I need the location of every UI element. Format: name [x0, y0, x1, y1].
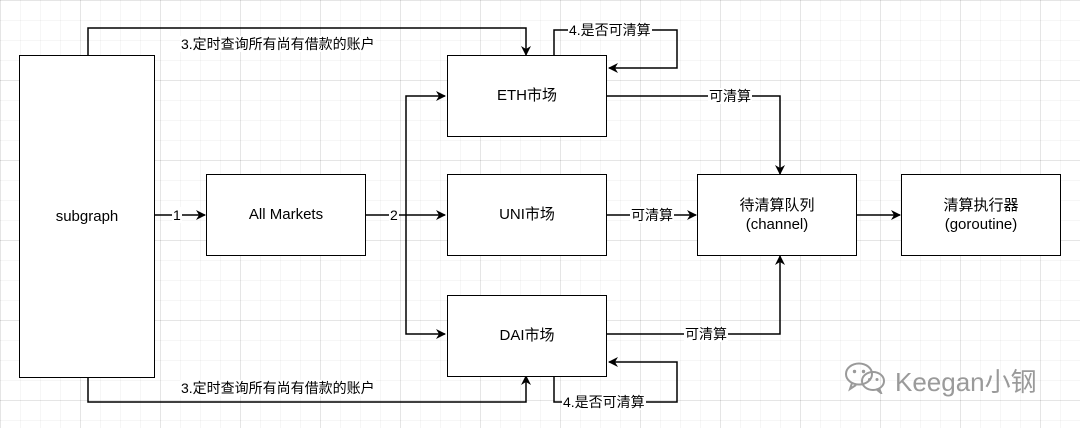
uni-market-node[interactable]: UNI市场 [447, 174, 607, 256]
liquidation-queue-node[interactable]: 待清算队列 (channel) [697, 174, 857, 256]
edge-label-query-top: 3.定时查询所有尚有借款的账户 [180, 36, 376, 52]
subgraph-label: subgraph [55, 207, 119, 225]
subgraph-node[interactable]: subgraph [19, 55, 155, 378]
watermark: Keegan小钢 [843, 360, 1037, 400]
edge-label-eth-liquidatable: 可清算 [708, 88, 752, 104]
edge-subgraph-query-dai [87, 375, 531, 403]
edge-dai-check-loop [553, 357, 678, 403]
edge-subgraph-query-eth [87, 27, 531, 56]
queue-label-line2: (channel) [745, 216, 809, 233]
edge-label-uni-liquidatable: 可清算 [630, 207, 674, 223]
edge-label-step2: 2 [389, 207, 399, 223]
executor-label-line2: (goroutine) [944, 216, 1018, 233]
edge-label-check-dai: 4.是否可清算 [562, 394, 646, 410]
queue-label-line1: 待清算队列 [739, 196, 815, 214]
edge-label-step1: 1 [172, 207, 182, 223]
edge-label-query-bottom: 3.定时查询所有尚有借款的账户 [180, 380, 376, 396]
uni-market-label: UNI市场 [499, 206, 555, 224]
edge-all-markets-to-eth [405, 91, 446, 215]
all-markets-label: All Markets [248, 206, 324, 224]
executor-label-line1: 清算执行器 [943, 196, 1019, 214]
dai-market-label: DAI市场 [499, 327, 555, 345]
liquidation-executor-node[interactable]: 清算执行器 (goroutine) [901, 174, 1061, 256]
wechat-icon [843, 360, 889, 401]
dai-market-node[interactable]: DAI市场 [447, 295, 607, 377]
edge-dai-to-queue [607, 255, 785, 335]
eth-market-label: ETH市场 [496, 87, 557, 105]
edge-label-dai-liquidatable: 可清算 [684, 326, 728, 342]
edge-eth-check-loop [553, 29, 678, 73]
all-markets-node[interactable]: All Markets [206, 174, 366, 256]
edge-all-markets-to-dai [405, 215, 446, 339]
edge-label-check-eth: 4.是否可清算 [568, 22, 652, 38]
watermark-text: Keegan小钢 [895, 366, 1037, 397]
edge-eth-to-queue [607, 95, 785, 175]
eth-market-node[interactable]: ETH市场 [447, 55, 607, 137]
